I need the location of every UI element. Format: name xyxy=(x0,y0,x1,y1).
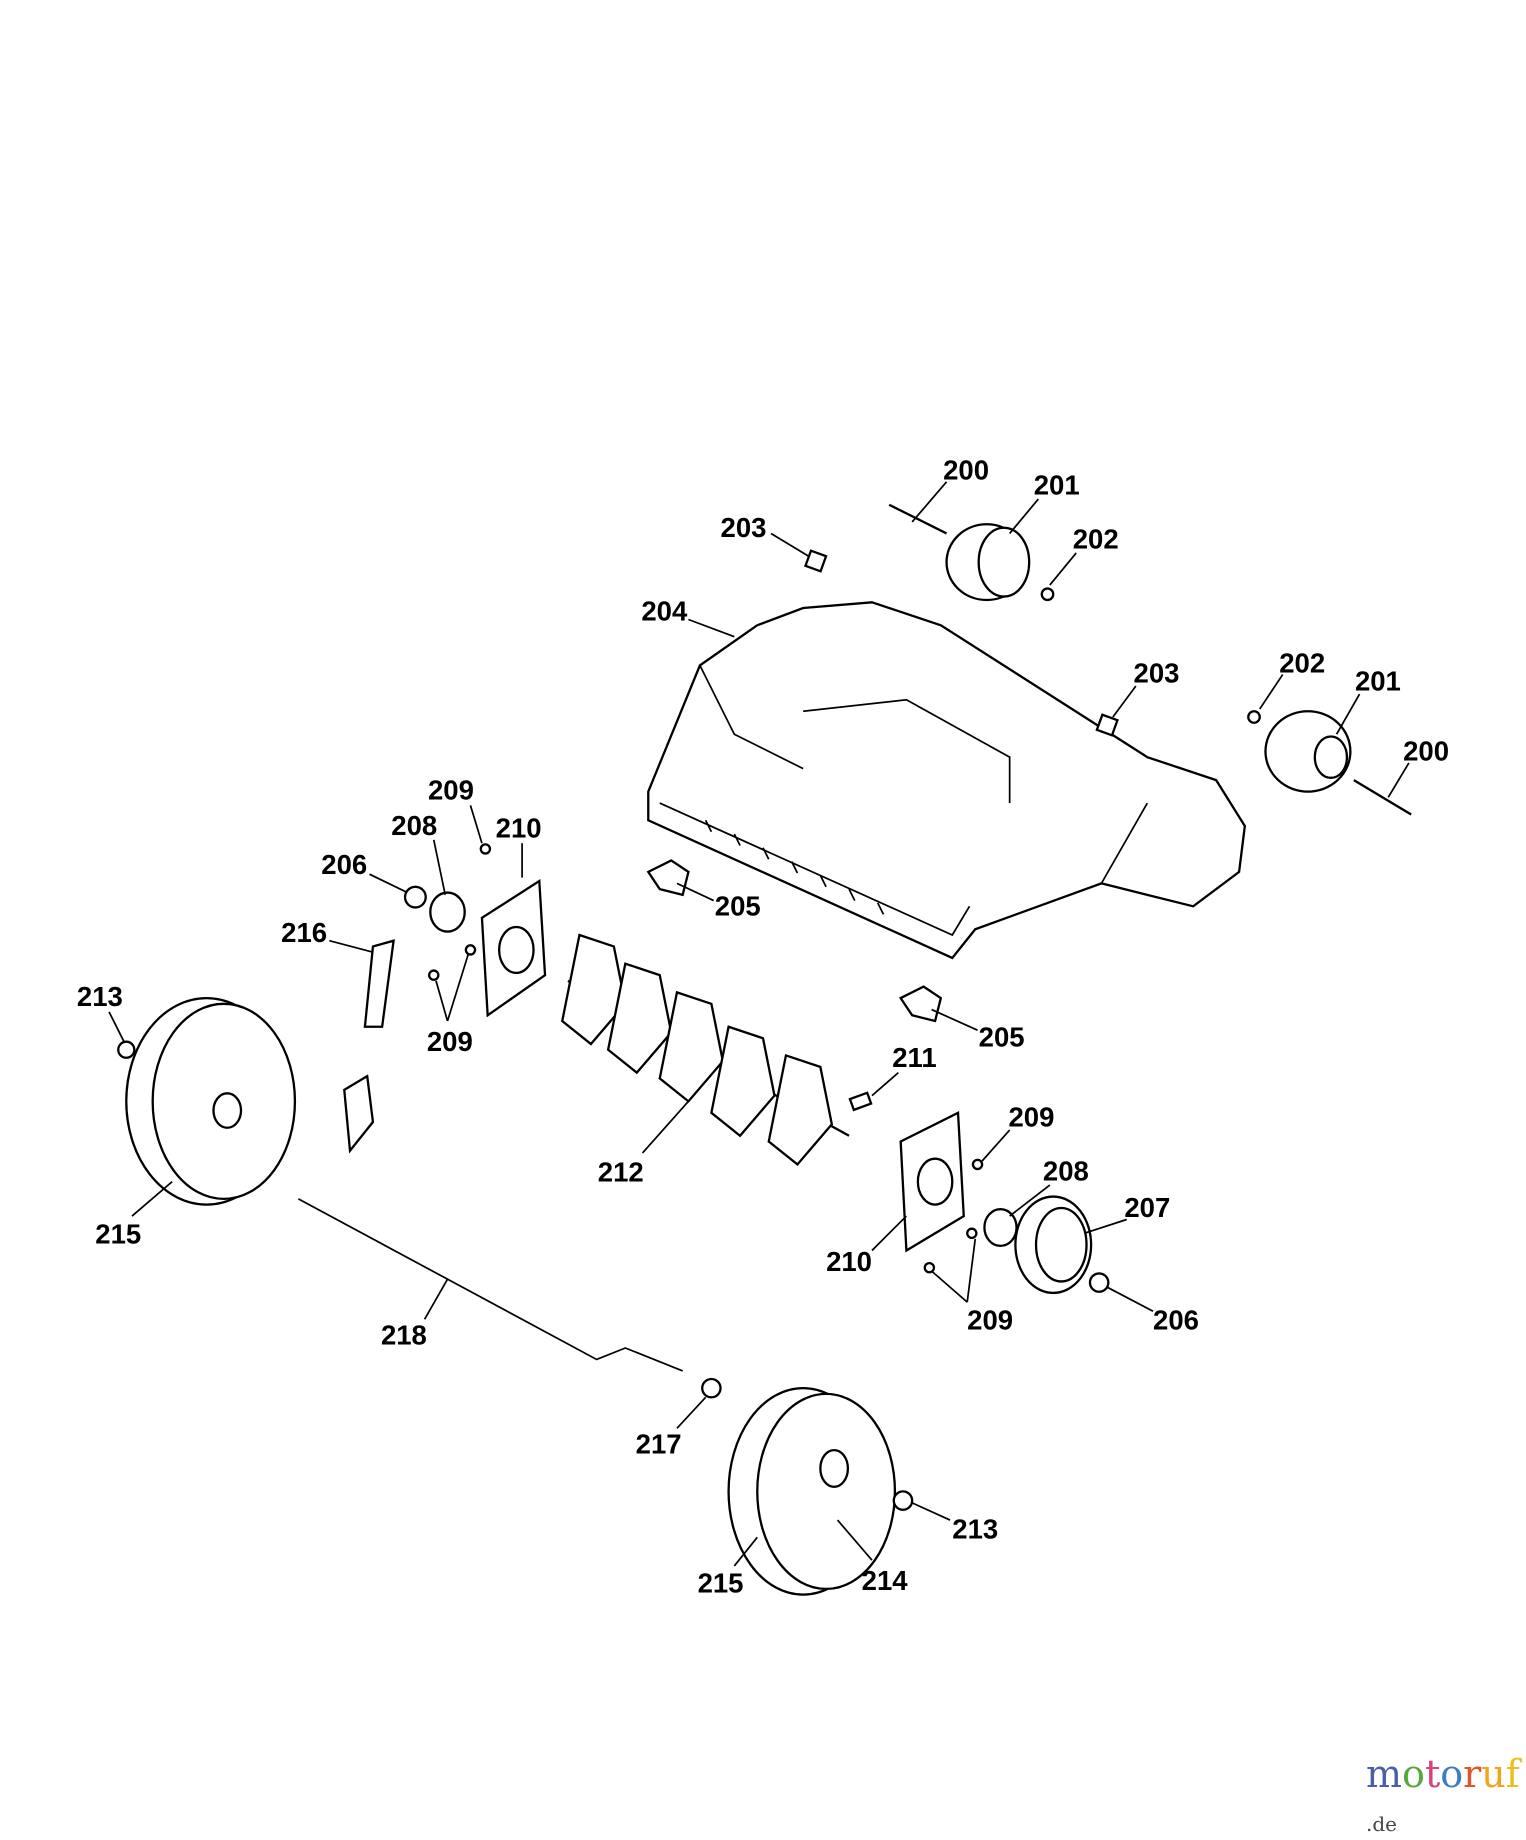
callout-205: 205 xyxy=(979,1021,1025,1052)
watermark-logo: motoruf .de xyxy=(1366,1752,1526,1840)
callout-200: 200 xyxy=(943,455,989,486)
watermark-letter: f xyxy=(1505,1752,1520,1796)
watermark-letter: o xyxy=(1402,1752,1425,1796)
callout-209: 209 xyxy=(428,775,474,806)
callout-208: 208 xyxy=(391,810,437,841)
rear-roller-right xyxy=(1247,710,1412,816)
housing-part xyxy=(647,601,1247,960)
callout-207: 207 xyxy=(1124,1192,1170,1223)
callout-200: 200 xyxy=(1403,736,1449,767)
callout-210: 210 xyxy=(826,1246,872,1277)
callout-203: 203 xyxy=(721,512,767,543)
callout-202: 202 xyxy=(1073,523,1119,554)
watermark-letter: o xyxy=(1440,1752,1464,1796)
callout-209: 209 xyxy=(427,1026,473,1057)
callout-206: 206 xyxy=(1153,1305,1199,1336)
rear-roller-left xyxy=(888,503,1055,602)
callout-203: 203 xyxy=(1134,658,1180,689)
callout-205: 205 xyxy=(715,890,761,921)
callout-204: 204 xyxy=(641,596,688,627)
parts-diagram: 200 201 202 203 204 203 202 201 200 209 … xyxy=(77,455,1449,1599)
callout-213: 213 xyxy=(952,1513,998,1544)
watermark-suffix: .de xyxy=(1366,1812,1397,1836)
watermark-letter: r xyxy=(1463,1752,1482,1796)
callout-201: 201 xyxy=(1034,469,1080,500)
callout-208: 208 xyxy=(1043,1155,1089,1186)
callout-217: 217 xyxy=(636,1429,682,1460)
callout-218: 218 xyxy=(381,1320,427,1351)
callout-212: 212 xyxy=(598,1157,644,1188)
watermark-letter: u xyxy=(1481,1752,1506,1796)
callout-209: 209 xyxy=(1008,1102,1054,1133)
wheel-front xyxy=(727,1386,897,1596)
wheel-left xyxy=(117,996,297,1206)
callout-206: 206 xyxy=(321,849,367,880)
callout-213: 213 xyxy=(77,981,123,1012)
watermark-letter: t xyxy=(1424,1752,1441,1796)
callout-211: 211 xyxy=(892,1042,936,1073)
callout-215: 215 xyxy=(95,1219,141,1250)
callout-214: 214 xyxy=(862,1565,909,1596)
reel-part xyxy=(560,933,850,1167)
callout-216: 216 xyxy=(281,917,327,948)
watermark-letter: m xyxy=(1366,1752,1403,1796)
callouts: 200 201 202 203 204 203 202 201 200 209 … xyxy=(77,455,1449,1599)
callout-201: 201 xyxy=(1355,666,1401,697)
callout-202: 202 xyxy=(1279,647,1325,678)
callout-210: 210 xyxy=(496,812,542,843)
callout-215: 215 xyxy=(698,1567,744,1598)
callout-209: 209 xyxy=(967,1305,1013,1336)
